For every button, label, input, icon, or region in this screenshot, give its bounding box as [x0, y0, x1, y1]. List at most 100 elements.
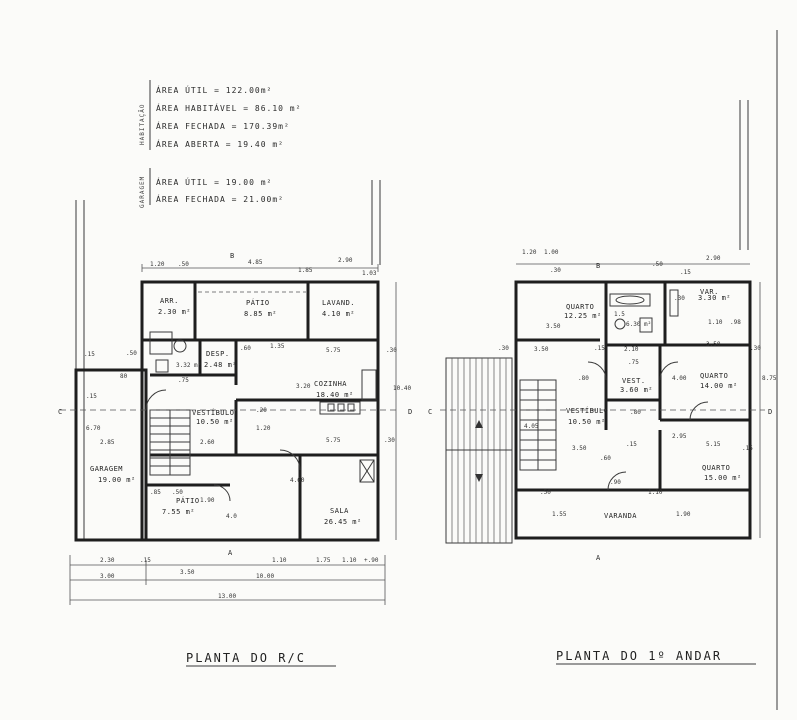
room-quarto-3-area: 15.00 m² [704, 474, 742, 482]
dim-ff-75: .75 [628, 359, 639, 366]
room-cozinha: COZINHA [314, 380, 347, 388]
room-desp-area: 2.48 m² [204, 361, 237, 369]
dim-15c: .15 [140, 557, 151, 564]
room-patio-bottom-area: 7.55 m² [162, 508, 195, 516]
dim-ff-1-5: 1.5 [614, 311, 625, 318]
first-floor-stairs [519, 379, 557, 471]
ground-stairs [149, 409, 191, 476]
dim-3-20: 3.20 [296, 383, 311, 390]
area-aberta-text: ÁREA ABERTA = 19.40 m² [156, 138, 284, 149]
ground-cut-a: A [228, 549, 233, 557]
garagem-area-fechada-text: ÁREA FECHADA = 21.00m² [156, 193, 284, 204]
dim-ff-1-90: 1.90 [676, 511, 691, 518]
dim-2-90: 2.90 [338, 257, 353, 264]
dim-ff-5-15: 5.15 [706, 441, 721, 448]
ground-cut-d: D [408, 408, 412, 416]
dim-ff-80b: .80 [630, 409, 641, 416]
first-floor-dimension-lines [440, 263, 765, 538]
dim-50b: .50 [126, 350, 137, 357]
dim-ff-30d: .30 [674, 295, 685, 302]
room-sala-area: 26.45 m² [324, 518, 362, 526]
dim-ff-1-10: 1.10 [708, 319, 723, 326]
dim-1-75: 1.75 [316, 557, 331, 564]
room-patio-top-area: 8.85 m² [244, 310, 277, 318]
habitacao-label: HABITAÇÃO [139, 103, 146, 145]
area-summary: HABITAÇÃO GARAGEM ÁREA ÚTIL = 122.00m² Á… [139, 80, 301, 208]
dim-3-50: 3.50 [180, 569, 195, 576]
dim-2-60: 2.60 [200, 439, 215, 446]
dim-ff-15d: .15 [742, 445, 753, 452]
dim-30a: .30 [386, 347, 397, 354]
room-lavand-area: 4.10 m² [322, 310, 355, 318]
dim-ff-2-95: 2.95 [672, 433, 687, 440]
room-vestibulo-1-area: 10.50 m² [568, 418, 606, 426]
dim-15b: .15 [86, 393, 97, 400]
dim-2-85: 2.85 [100, 439, 115, 446]
dim-10-40: 10.40 [393, 385, 411, 392]
first-cut-a: A [596, 554, 601, 562]
first-floor-title: PLANTA DO 1º ANDAR [556, 649, 722, 663]
ground-floor-title: PLANTA DO R/C [186, 651, 306, 665]
dim-80: 80 [120, 373, 128, 380]
dim-ff-2-10: 2.10 [624, 346, 639, 353]
room-vest: VEST. [622, 377, 646, 385]
dim-ff-8-75: 8.75 [762, 375, 777, 382]
garagem-area-util-text: ÁREA ÚTIL = 19.00 m² [156, 176, 272, 187]
area-util-text: ÁREA ÚTIL = 122.00m² [156, 84, 272, 95]
dim-ff-98: .98 [730, 319, 741, 326]
dim-6-70: 6.70 [86, 425, 101, 432]
room-wc-area: 6.30 m² [626, 321, 651, 328]
dim-13-00: 13.00 [218, 593, 236, 600]
room-vestibulo-area: 10.50 m² [196, 418, 234, 426]
dim-ff-60: .60 [600, 455, 611, 462]
dim-ff-3-50c: 3.50 [706, 341, 721, 348]
room-vest-area: 3.60 m² [620, 386, 653, 394]
room-garagem-area: 19.00 m² [98, 476, 136, 484]
dim-1-85: 1.85 [298, 267, 313, 274]
dim-20: .20 [256, 407, 267, 414]
dim-10-00: 10.00 [256, 573, 274, 580]
dim-1-35: 1.35 [270, 343, 285, 350]
dim-ff-50b: .50 [540, 489, 551, 496]
ground-dimension-lines [60, 264, 400, 605]
dim-4-0: 4.0 [226, 513, 237, 520]
room-quarto-1: QUARTO [566, 303, 594, 311]
dim-ff-1-20: 1.20 [522, 249, 537, 256]
dim-1-03: 1.03 [362, 270, 377, 277]
dim-ff-3-50d: 3.50 [572, 445, 587, 452]
dim-5-75b: 5.75 [326, 437, 341, 444]
room-vestibulo: VESTÍBULO [192, 408, 234, 417]
room-vestibulo-1: VESTÍBULO [566, 406, 608, 415]
room-var: VAR. [700, 288, 719, 296]
dim-3-00: 3.00 [100, 573, 115, 580]
ground-cut-c: C [58, 408, 62, 416]
dim-ff-30a: .30 [550, 267, 561, 274]
dim-1-10b: 1.10 [342, 557, 357, 564]
dim-ff-4-05: 4.05 [524, 423, 539, 430]
dim-5-75a: 5.75 [326, 347, 341, 354]
dim-1-90: 1.90 [200, 497, 215, 504]
first-cut-d: D [768, 408, 772, 416]
dim-1-20: 1.20 [150, 261, 165, 268]
room-var-area: 3.30 m² [698, 294, 731, 302]
dim-60: .60 [240, 345, 251, 352]
dim-ff-90: .90 [610, 479, 621, 486]
dim-ff-50: .50 [652, 261, 663, 268]
dim-75: .75 [178, 377, 189, 384]
dim-ff-1-55: 1.55 [552, 511, 567, 518]
room-ws-area: 3.32 m² [176, 362, 201, 369]
area-fechada-text: ÁREA FECHADA = 170.39m² [156, 120, 290, 131]
ground-wc-fixtures [149, 331, 187, 373]
dim-4-60: 4.60 [290, 477, 305, 484]
dim-90b: +.90 [364, 557, 379, 564]
area-habitavel-text: ÁREA HABITÁVEL = 86.10 m² [156, 102, 301, 113]
dim-1-10: 1.10 [272, 557, 287, 564]
ground-floor-plan: B C D A ARR. 2.30 m² PÁTIO 8.85 m² LAVAN… [58, 180, 412, 667]
room-quarto-1-area: 12.25 m² [564, 312, 602, 320]
room-desp: DESP. [206, 350, 230, 358]
dim-4-85: 4.85 [248, 259, 263, 266]
kitchen-counter [319, 369, 377, 483]
dim-ff-30b: .30 [498, 345, 509, 352]
dim-ff-1-00: 1.00 [544, 249, 559, 256]
